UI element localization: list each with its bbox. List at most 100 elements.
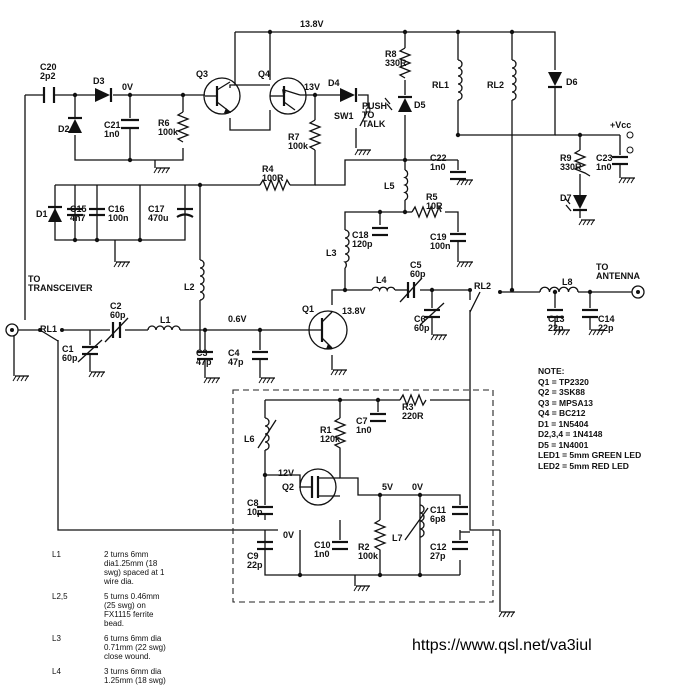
coil-id: L4 <box>52 667 61 676</box>
coil-spec: 2 turns 6mm dia1.25mm (18 swg) spaced at… <box>104 550 165 586</box>
capacitor-c10 <box>332 540 348 551</box>
diode-d2 <box>68 108 82 133</box>
supply-rail-label: 13.8V <box>300 19 324 29</box>
capacitor-c14 <box>582 308 598 319</box>
resistor-r2 <box>373 519 387 555</box>
label-l1: L1 <box>160 315 171 325</box>
capacitor-c2 <box>104 317 129 343</box>
transistor-q4 <box>269 77 307 115</box>
relay-coil-rl1 <box>457 59 463 101</box>
note-line: Q3 = MPSA13 <box>538 397 594 408</box>
note-line: D2,3,4 = 1N4148 <box>538 429 603 439</box>
base-bias-label: 0.6V <box>228 314 247 324</box>
label-l8: L8 <box>562 277 573 287</box>
diode-d3 <box>95 88 113 102</box>
label-l6: L6 <box>244 434 255 444</box>
antenna-connector <box>631 285 645 299</box>
inductor-l7 <box>419 504 425 538</box>
q4-emitter-voltage: 13V <box>304 82 320 92</box>
label-sw1: SW1 <box>334 111 354 121</box>
resistor-r6 <box>176 111 190 143</box>
transceiver-connector <box>5 323 19 337</box>
zero-volt-label-c: 0V <box>283 530 294 540</box>
label-q1: Q1 <box>302 304 314 314</box>
note-line: LED2 = 5mm RED LED <box>538 460 629 471</box>
label-rl2-sw: RL2 <box>474 281 491 291</box>
label-rl1-coil: RL1 <box>432 80 449 90</box>
inductor-l3 <box>343 229 350 269</box>
note-title: NOTE: <box>538 366 565 376</box>
relay-contact-rl1 <box>38 328 64 342</box>
label-l2: L2 <box>184 282 195 292</box>
transistor-q2 <box>299 468 340 506</box>
vcc-label: +Vcc <box>610 120 631 130</box>
capacitor-c19 <box>450 232 466 243</box>
source-url: https://www.qsl.net/va3iul <box>412 637 592 654</box>
label-q4: Q4 <box>258 69 270 79</box>
label-d2: D2 <box>58 124 70 134</box>
wiring <box>18 31 632 576</box>
label-d5: D5 <box>414 100 426 110</box>
q2-drain-voltage: 12V <box>278 468 294 478</box>
label-d3: D3 <box>93 76 105 86</box>
diode-d6 <box>548 72 562 100</box>
resistor-r3 <box>399 393 427 407</box>
resistor-r5 <box>411 205 442 219</box>
label-d6: D6 <box>566 77 578 87</box>
led-d5 <box>384 95 412 112</box>
inductor-l6 <box>264 417 270 451</box>
label-q2: Q2 <box>282 482 294 492</box>
note-line: D1 = 1N5404 <box>538 418 589 429</box>
label-d4: D4 <box>328 78 340 88</box>
note-line: Q1 = TP2320 <box>538 376 589 387</box>
capacitor-c16 <box>89 207 105 217</box>
label-q3: Q3 <box>196 69 208 79</box>
label-rl2-coil: RL2 <box>487 80 504 90</box>
coil-spec: 6 turns 6mm dia 0.71mm (22 swg) close wo… <box>104 634 166 661</box>
inductor-l5 <box>403 169 409 201</box>
capacitor-c12 <box>452 540 468 551</box>
led-d7 <box>564 174 587 218</box>
label-rl1-sw: RL1 <box>40 324 57 334</box>
zero-volt-label: 0V <box>122 82 133 92</box>
capacitor-c11 <box>452 505 468 516</box>
note-line: LED1 = 5mm GREEN LED <box>538 450 642 460</box>
transistor-q3 <box>203 77 241 115</box>
resistor-r8 <box>398 47 412 79</box>
label-l4: L4 <box>376 275 387 285</box>
label-l3: L3 <box>326 248 337 258</box>
resistor-r1 <box>333 417 347 455</box>
capacitor-c21 <box>121 118 139 140</box>
resistor-r7 <box>308 119 322 151</box>
vcc-terminal <box>626 131 634 154</box>
coil-spec: 5 turns 0.46mm (25 swg) on FX1115 ferrit… <box>104 592 160 628</box>
oscillator-enclosure <box>232 389 494 603</box>
